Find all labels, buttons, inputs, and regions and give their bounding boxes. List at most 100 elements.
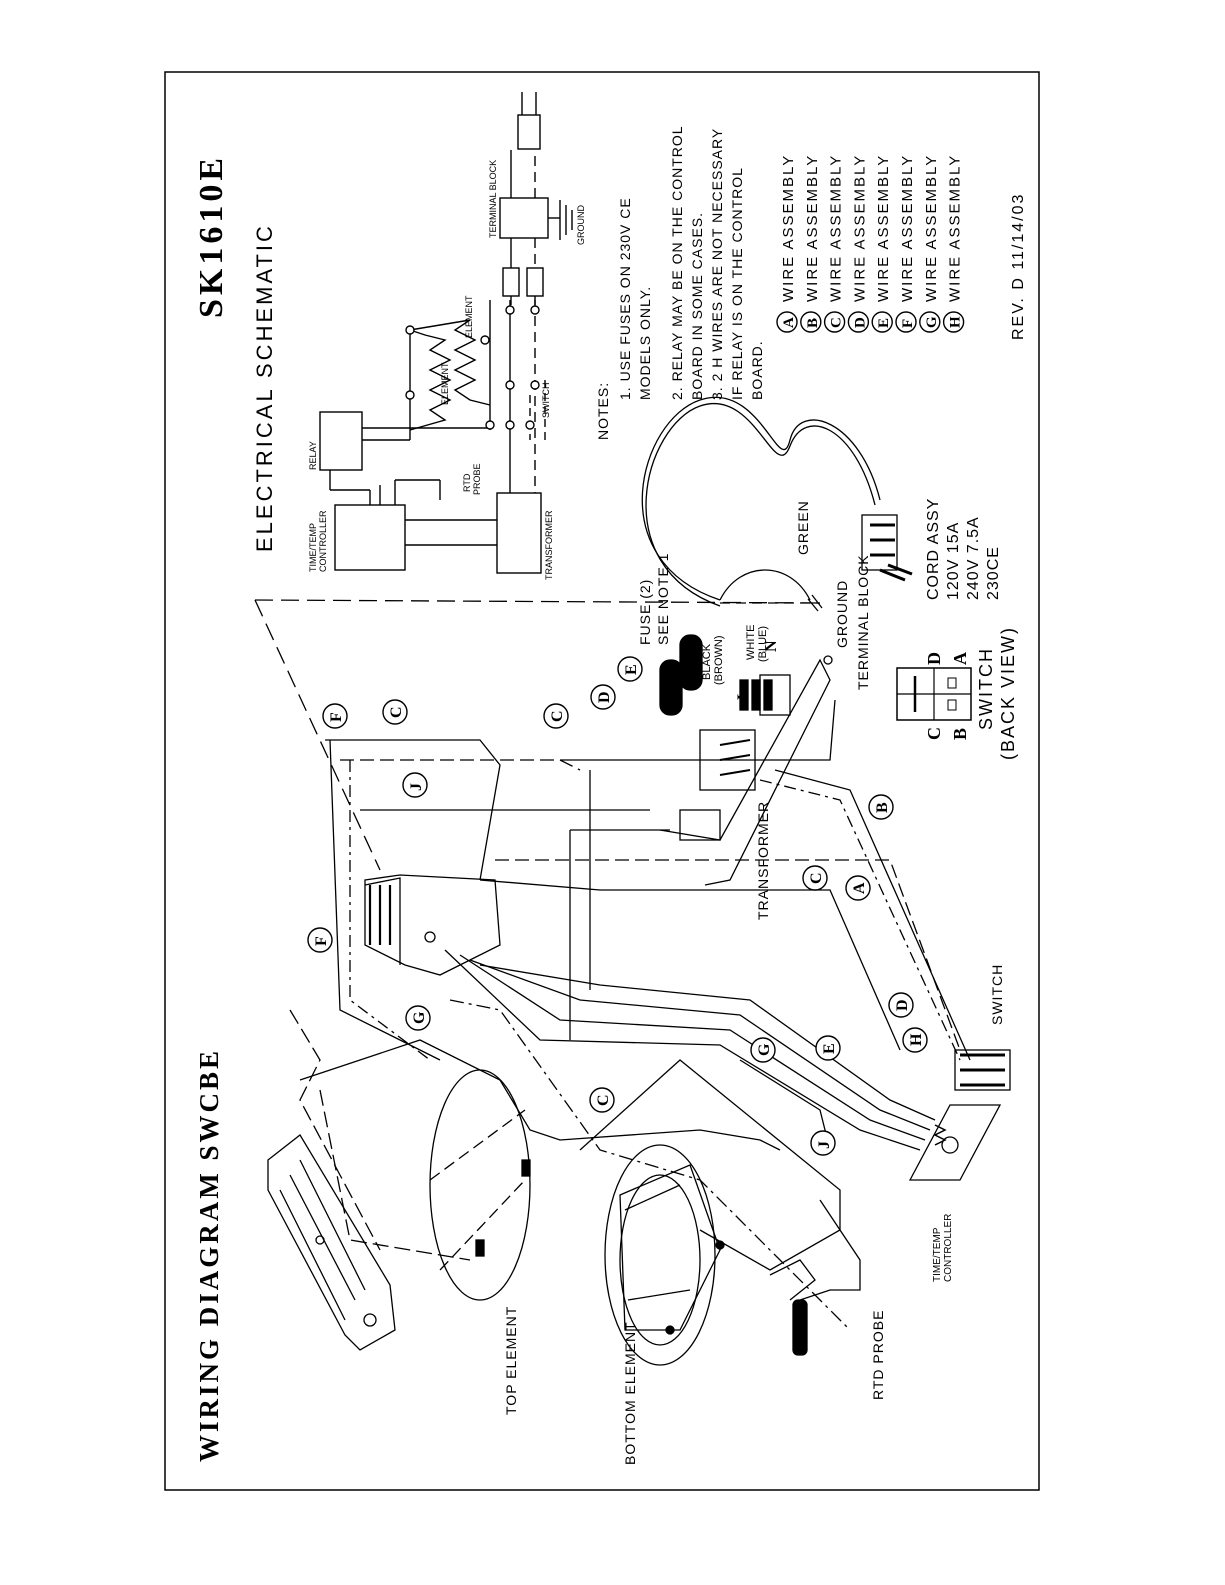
wire-callout-circle-g bbox=[750, 1037, 776, 1063]
schematic-relay-box bbox=[319, 411, 363, 471]
legend-circle-h bbox=[942, 311, 965, 333]
cord-assy-line-1: CORD ASSY bbox=[925, 498, 942, 600]
label-controller-1: TIME/TEMP bbox=[932, 1227, 943, 1282]
legend-circle-e bbox=[871, 311, 893, 333]
wire-callout-circle-b bbox=[868, 794, 894, 820]
note-line-4: BOARD IN SOME CASES. bbox=[689, 212, 705, 400]
legend-letter-e: E bbox=[876, 318, 892, 328]
pictorial-wiring bbox=[254, 396, 1011, 1366]
terminal-block-bracket bbox=[659, 658, 831, 886]
top-element-housing bbox=[267, 1134, 396, 1351]
legend-circle-g bbox=[919, 311, 941, 333]
wire-callout-letter-c: C bbox=[595, 1094, 612, 1106]
diagram-title: WIRING DIAGRAM SWCBE bbox=[194, 1048, 224, 1462]
schematic-label-controller-1: TIME/TEMP bbox=[308, 523, 318, 572]
label-brown: (BROWN) bbox=[713, 636, 725, 686]
wire-callout-letter-c: C bbox=[388, 706, 405, 718]
wire-callout-circle-g bbox=[405, 1005, 431, 1031]
wire-callout-letter-e: E bbox=[623, 664, 640, 675]
label-blue: (BLUE) bbox=[757, 626, 769, 662]
wire-callout-letter-g: G bbox=[756, 1043, 773, 1056]
legend-letter-d: D bbox=[852, 317, 868, 328]
wire-callout-letter-j: J bbox=[408, 783, 425, 791]
cord-assy-line-4: 230CE bbox=[985, 546, 1002, 600]
label-transformer: TRANSFORMER bbox=[755, 801, 771, 920]
transformer-box bbox=[364, 874, 501, 976]
label-green: GREEN bbox=[795, 500, 811, 555]
schematic-transformer-box bbox=[496, 492, 542, 574]
note-line-1: 1. USE FUSES ON 230V CE bbox=[617, 197, 633, 400]
schematic-label-probe: PROBE bbox=[472, 463, 482, 495]
switch-letter-a: A bbox=[950, 652, 970, 665]
schematic-label-relay: RELAY bbox=[308, 441, 318, 470]
legend-text-f: WIRE ASSEMBLY bbox=[899, 154, 916, 302]
wire-callout-circle-d bbox=[888, 992, 914, 1018]
legend-text-b: WIRE ASSEMBLY bbox=[804, 154, 821, 302]
wire-callout-letter-f: F bbox=[313, 936, 330, 946]
schematic-label-element-1: ELEMENT bbox=[440, 362, 450, 405]
legend-circle-f bbox=[895, 311, 917, 333]
schematic-element-1 bbox=[409, 329, 452, 431]
legend-text-h: WIRE ASSEMBLY bbox=[947, 154, 964, 302]
wire-callout-letter-j: J bbox=[816, 1141, 833, 1149]
fuse-2 bbox=[679, 634, 703, 691]
wire-callout-letter-f: F bbox=[328, 712, 345, 722]
schematic-label-switch: SWITCH bbox=[541, 383, 551, 419]
schematic-label-element-2: ELEMENT bbox=[464, 295, 474, 338]
note-line-7: BOARD. bbox=[749, 340, 765, 400]
label-fuse-1: FUSE (2) bbox=[637, 579, 653, 645]
notes-block: NOTES: 1. USE FUSES ON 230V CE MODELS ON… bbox=[595, 125, 765, 440]
wire-callout-letter-g: G bbox=[411, 1011, 428, 1024]
legend-letter-h: H bbox=[948, 316, 964, 328]
wire-callout-letter-a: A bbox=[851, 882, 868, 894]
model-number: SK1610E bbox=[193, 154, 230, 318]
legend-text-e: WIRE ASSEMBLY bbox=[875, 154, 892, 302]
schematic-fuse-1 bbox=[502, 267, 520, 297]
switch-letter-c: C bbox=[924, 727, 944, 740]
wire-callout-letter-h: H bbox=[908, 1033, 925, 1046]
schematic-label-controller-2: CONTROLLER bbox=[318, 510, 328, 572]
legend-text-d: WIRE ASSEMBLY bbox=[851, 154, 868, 302]
label-rtd-probe: RTD PROBE bbox=[870, 1310, 886, 1400]
wire-callout-circle-j bbox=[402, 772, 428, 798]
wire-callout-circle-h bbox=[902, 1027, 928, 1053]
wire-callout-circle-d bbox=[590, 684, 616, 710]
label-line-terminal: L bbox=[735, 689, 752, 700]
schematic-plug bbox=[517, 114, 541, 150]
schematic-fuse-2 bbox=[526, 267, 544, 297]
wire-callout-circle-f bbox=[322, 703, 348, 729]
bottom-element-dish bbox=[604, 1144, 716, 1366]
note-line-5: 3. 2 H WIRES ARE NOT NECESSARY bbox=[709, 128, 725, 400]
schematic-element-2 bbox=[409, 319, 491, 406]
wire-callout-circle-j bbox=[810, 1130, 836, 1156]
schematic-label-transformer: TRANSFORMER bbox=[544, 510, 554, 580]
wire-callout-letter-c: C bbox=[549, 710, 566, 722]
cord-assy-line-2: 120V 15A bbox=[945, 522, 962, 600]
wire-callout-circle-c bbox=[382, 699, 408, 725]
legend-text-c: WIRE ASSEMBLY bbox=[828, 154, 845, 302]
cord-assy-block: CORD ASSY 120V 15A 240V 7.5A 230CE bbox=[925, 498, 1002, 600]
wire-callout-circle-e bbox=[617, 656, 643, 682]
revision-label: REV. D 11/14/03 bbox=[1010, 193, 1027, 340]
label-controller-2: CONTROLLER bbox=[943, 1214, 954, 1282]
note-line-3: 2. RELAY MAY BE ON THE CONTROL bbox=[669, 125, 685, 400]
wire-callout-letter-d: D bbox=[894, 999, 911, 1011]
label-fuse-2: SEE NOTE 1 bbox=[655, 553, 671, 645]
wire-callout-letter-e: E bbox=[821, 1043, 838, 1054]
wire-callout-letter-b: B bbox=[874, 802, 891, 813]
legend-letter-a: A bbox=[781, 317, 797, 328]
wire-callout-circle-f bbox=[307, 927, 333, 953]
switch-back-view-label-1: SWITCH bbox=[976, 647, 996, 730]
controller-board bbox=[908, 1104, 1002, 1181]
power-cord bbox=[641, 396, 881, 601]
schematic-label-terminal-block: TERMINAL BLOCK bbox=[488, 160, 498, 238]
label-top-element: TOP ELEMENT bbox=[503, 1306, 519, 1415]
legend-circle-a bbox=[776, 311, 798, 333]
schematic-terminal-block-box bbox=[499, 197, 549, 239]
legend-letter-f: F bbox=[900, 319, 916, 328]
bottom-element-pan bbox=[579, 1059, 841, 1271]
note-line-2: MODELS ONLY. bbox=[637, 286, 653, 400]
